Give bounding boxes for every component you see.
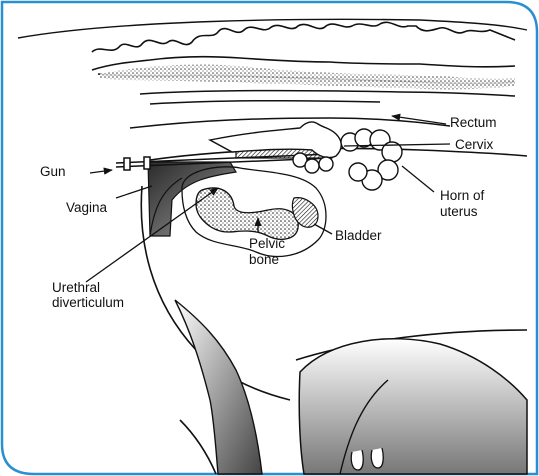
- label-cervix: Cervix: [455, 137, 494, 152]
- label-pelvic-2: bone: [249, 252, 279, 267]
- label-vagina: Vagina: [66, 200, 108, 215]
- label-pelvic-1: Pelvic: [249, 236, 285, 251]
- label-horn-1: Horn of: [440, 188, 485, 203]
- label-gun: Gun: [40, 164, 66, 179]
- label-urethral-2: diverticulum: [52, 295, 124, 310]
- label-horn-2: uterus: [440, 204, 478, 219]
- label-rectum: Rectum: [450, 115, 497, 130]
- label-urethral-1: Urethral: [52, 280, 100, 295]
- label-bladder: Bladder: [335, 228, 382, 243]
